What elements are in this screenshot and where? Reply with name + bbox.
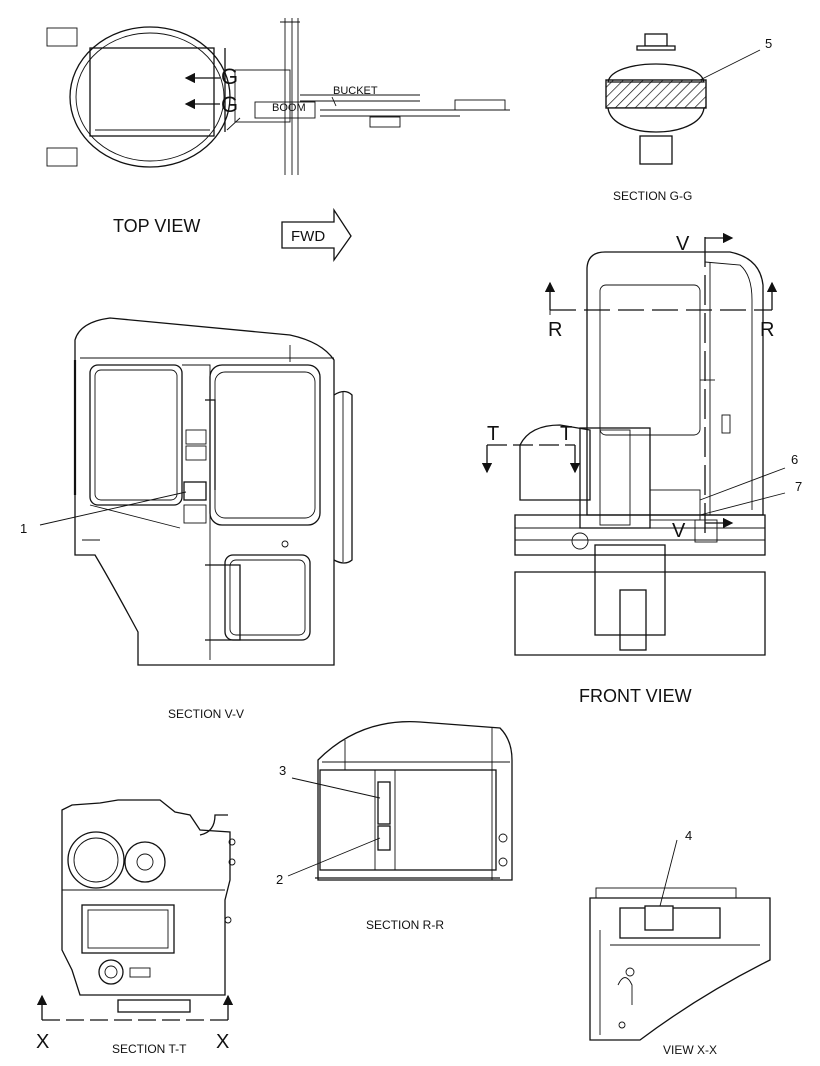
- accumulator-drawing: [605, 33, 761, 165]
- top-view-g-lower: G: [221, 92, 238, 117]
- marker-r-right: R: [760, 319, 774, 341]
- callout-2: 2: [276, 872, 283, 887]
- boom-label: BOOM: [272, 102, 306, 114]
- view-xx-drawing: [589, 839, 771, 1041]
- section-rr-drawing: [287, 721, 513, 881]
- section-tt-drawing: [36, 799, 236, 1021]
- section-tt-title: SECTION T-T: [112, 1042, 187, 1056]
- callout-4: 4: [685, 828, 692, 843]
- front-view-title: FRONT VIEW: [579, 686, 692, 706]
- callout-3: 3: [279, 763, 286, 778]
- top-view-title: TOP VIEW: [113, 216, 200, 236]
- view-xx-title: VIEW X-X: [663, 1043, 717, 1057]
- marker-x-right: X: [216, 1031, 229, 1053]
- cab-side-drawing: [39, 317, 353, 666]
- marker-r-left: R: [548, 319, 562, 341]
- section-gg-title: SECTION G-G: [613, 189, 692, 203]
- bucket-label: BUCKET: [333, 85, 378, 97]
- section-rr-title: SECTION R-R: [366, 918, 444, 932]
- marker-v-top: V: [676, 233, 690, 255]
- fwd-label: FWD: [291, 228, 325, 245]
- top-view-drawing: [46, 18, 510, 175]
- callout-1: 1: [20, 521, 27, 536]
- front-view-drawing: [481, 232, 786, 656]
- fwd-arrow-icon: [281, 207, 352, 263]
- marker-t-left: T: [487, 423, 499, 445]
- callout-6: 6: [791, 452, 798, 467]
- top-view-g-upper: G: [221, 64, 238, 89]
- callout-5: 5: [765, 36, 772, 51]
- marker-x-left: X: [36, 1031, 49, 1053]
- marker-t-right: T: [560, 423, 572, 445]
- callout-7: 7: [795, 479, 802, 494]
- section-vv-title: SECTION V-V: [168, 707, 244, 721]
- marker-v-bottom: V: [672, 520, 686, 542]
